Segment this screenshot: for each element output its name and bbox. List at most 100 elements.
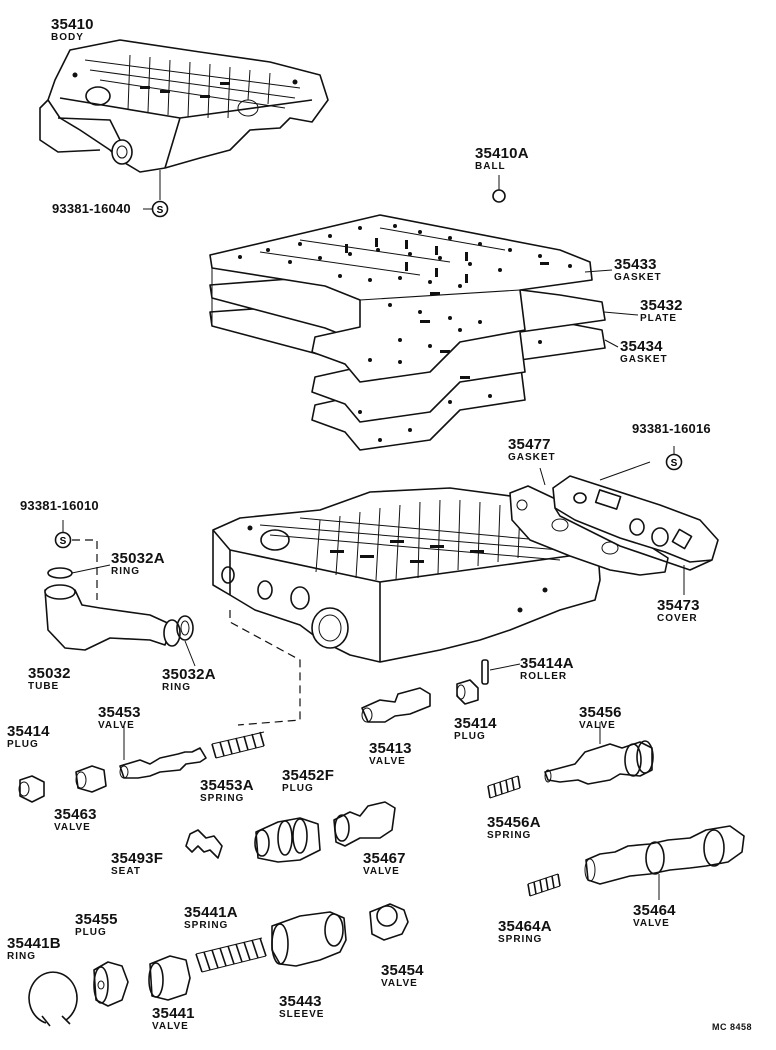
part-number: 35441B — [7, 935, 61, 952]
callout-35453a: 35453A SPRING — [200, 778, 254, 804]
bolt-label-93381-16040: 93381-16040 — [52, 201, 131, 216]
part-name: PLUG — [282, 783, 314, 794]
part-name: VALVE — [633, 918, 670, 929]
part-number: 35410 — [51, 16, 94, 33]
callout-35456: 35456 VALVE — [579, 705, 622, 731]
callout-35032: 35032 TUBE — [28, 666, 71, 692]
part-number: 35456A — [487, 814, 541, 831]
callout-35464a: 35464A SPRING — [498, 919, 552, 945]
part-name: RING — [111, 566, 140, 577]
part-number: 35414 — [454, 715, 497, 732]
part-name: PLUG — [7, 739, 39, 750]
callout-35453: 35453 VALVE — [98, 705, 141, 731]
callout-35414a: 35414A ROLLER — [520, 656, 574, 682]
callout-35441b: 35441B RING — [7, 936, 61, 962]
part-name: BODY — [51, 32, 84, 43]
callout-35410a: 35410A BALL — [475, 146, 529, 172]
part-number: 35464A — [498, 918, 552, 935]
part-name: SPRING — [487, 830, 532, 841]
bolt-label-93381-16010: 93381-16010 — [20, 498, 99, 513]
part-number: 35414 — [7, 723, 50, 740]
part-number: 35032A — [162, 666, 216, 683]
part-name: COVER — [657, 613, 698, 624]
bolt-symbol-icon: S — [151, 200, 169, 218]
part-number: 35032A — [111, 550, 165, 567]
part-number: 35414A — [520, 655, 574, 672]
part-number: 35410A — [475, 145, 529, 162]
part-name: RING — [162, 682, 191, 693]
part-number: 35441 — [152, 1005, 195, 1022]
part-number: 35467 — [363, 850, 406, 867]
callout-35467: 35467 VALVE — [363, 851, 406, 877]
part-name: SPRING — [200, 793, 245, 804]
callout-35443: 35443 SLEEVE — [279, 994, 324, 1020]
part-name: SLEEVE — [279, 1009, 325, 1020]
part-name: PLUG — [75, 927, 107, 938]
part-number: 35477 — [508, 436, 551, 453]
part-number: 35441A — [184, 904, 238, 921]
part-number: 35433 — [614, 256, 657, 273]
part-name: VALVE — [98, 720, 135, 731]
callout-35434: 35434 GASKET — [620, 339, 668, 365]
part-name: GASKET — [508, 452, 556, 463]
part-name: PLUG — [454, 731, 486, 742]
callout-35413: 35413 VALVE — [369, 741, 412, 767]
callout-35473: 35473 COVER — [657, 598, 700, 624]
part-number: 35453A — [200, 777, 254, 794]
part-name: GASKET — [620, 354, 668, 365]
part-name: ROLLER — [520, 671, 568, 682]
bolt-label-93381-16016: 93381-16016 — [632, 421, 711, 436]
callout-35410: 35410 BODY — [51, 17, 94, 43]
part-name: PLATE — [640, 313, 678, 324]
callout-35477: 35477 GASKET — [508, 437, 556, 463]
part-number: 35453 — [98, 704, 141, 721]
tube — [44, 567, 194, 651]
part-number: 35493F — [111, 850, 164, 867]
part-number: 35413 — [369, 740, 412, 757]
callout-35456a: 35456A SPRING — [487, 815, 541, 841]
part-number: 35432 — [640, 297, 683, 314]
callout-35454: 35454 VALVE — [381, 963, 424, 989]
bolt-letter: S — [157, 205, 164, 216]
part-number: 35452F — [282, 767, 335, 784]
small-parts — [18, 659, 745, 1027]
callout-35464: 35464 VALVE — [633, 903, 676, 929]
part-name: GASKET — [614, 272, 662, 283]
part-number: 35434 — [620, 338, 663, 355]
callout-35432: 35432 PLATE — [640, 298, 683, 324]
callout-35032a-lower: 35032A RING — [162, 667, 216, 693]
part-name: TUBE — [28, 681, 60, 692]
part-name: VALVE — [152, 1021, 189, 1032]
separator-plate-stack — [209, 214, 606, 451]
part-name: SPRING — [498, 934, 543, 945]
bolt-letter: S — [60, 536, 67, 547]
part-number: 35455 — [75, 911, 118, 928]
part-number: 35443 — [279, 993, 322, 1010]
part-name: RING — [7, 951, 36, 962]
cover-assembly — [509, 461, 719, 595]
part-name: VALVE — [381, 978, 418, 989]
part-number: 35463 — [54, 806, 97, 823]
part-number: 35456 — [579, 704, 622, 721]
callout-35455: 35455 PLUG — [75, 912, 118, 938]
part-number: 35473 — [657, 597, 700, 614]
bolt-letter: S — [671, 458, 678, 469]
ball-icon — [492, 189, 506, 203]
part-name: BALL — [475, 161, 506, 172]
diagram-code: MC 8458 — [712, 1022, 753, 1032]
bolt-symbol-icon: S — [665, 453, 683, 471]
part-name: VALVE — [363, 866, 400, 877]
callout-35452f: 35452F PLUG — [282, 768, 334, 794]
callout-35032a-upper: 35032A RING — [111, 551, 165, 577]
part-number: 35032 — [28, 665, 71, 682]
callout-35414-right: 35414 PLUG — [454, 716, 497, 742]
part-name: SPRING — [184, 920, 229, 931]
callout-35441: 35441 VALVE — [152, 1006, 195, 1032]
upper-valve-body — [39, 39, 329, 200]
part-name: SEAT — [111, 866, 141, 877]
callout-35414-left: 35414 PLUG — [7, 724, 50, 750]
part-number: 35454 — [381, 962, 424, 979]
part-number: 35464 — [633, 902, 676, 919]
callout-35463: 35463 VALVE — [54, 807, 97, 833]
